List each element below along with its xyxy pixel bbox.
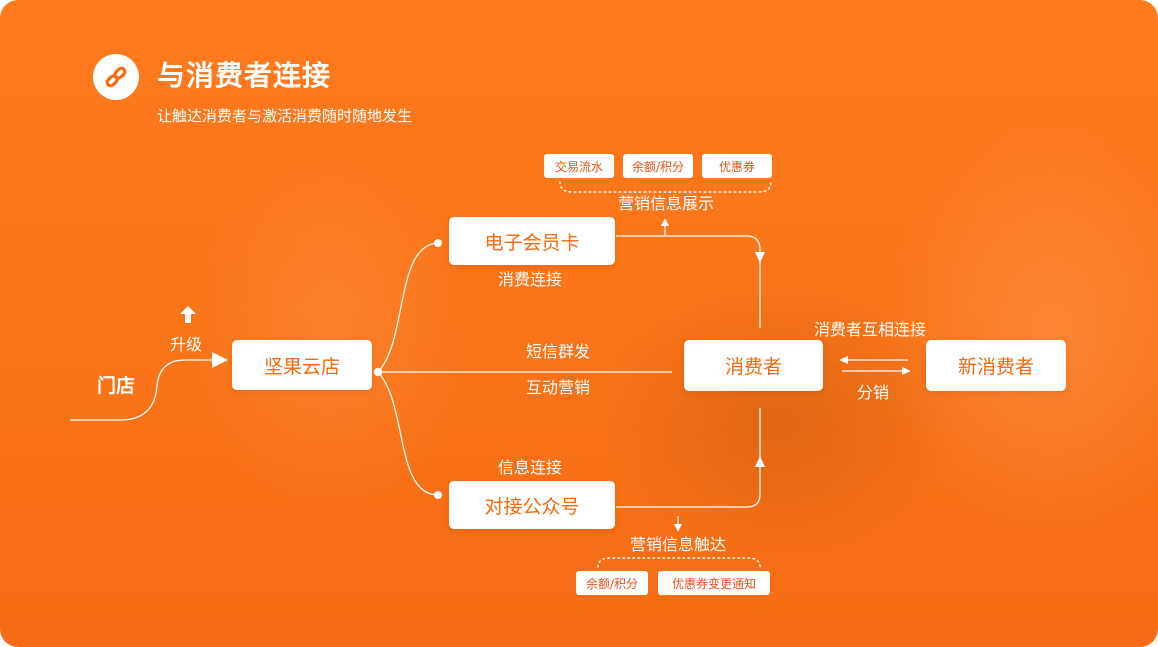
node-official-account: 对接公众号 [449, 481, 615, 529]
dot-member-card [434, 239, 442, 247]
label-interactive-marketing: 互动营销 [526, 378, 591, 397]
node-consumer: 消费者 [684, 340, 823, 391]
label-sms-group: 短信群发 [526, 342, 591, 361]
line-to-member-card [377, 242, 439, 373]
line-official-account-consumer [616, 408, 761, 508]
arrowhead-display [661, 218, 669, 226]
arrowhead-mutual [839, 356, 848, 364]
node-new-consumer: 新消费者 [926, 340, 1066, 391]
tag-balance-points: 余额/积分 [623, 154, 693, 178]
label-info-connect: 信息连接 [498, 458, 563, 477]
arrowhead-cloud-store [212, 352, 228, 368]
link-icon [93, 54, 139, 100]
node-cloud-store: 坚果云店 [232, 340, 372, 390]
upgrade-arrow-icon [180, 306, 196, 323]
arrowhead-consumer-bottom [755, 456, 765, 467]
tag-balance-points-reach: 余额/积分 [576, 571, 648, 595]
line-store-upgrade [70, 359, 212, 421]
tag-transaction: 交易流水 [544, 154, 614, 178]
page-title: 与消费者连接 [157, 59, 332, 92]
label-upgrade: 升级 [170, 335, 203, 354]
arrowhead-distribution [902, 367, 911, 375]
dotted-brace-display [559, 181, 772, 193]
label-marketing-display: 营销信息展示 [618, 194, 715, 213]
dotted-brace-reach [597, 557, 761, 568]
label-consume-connect: 消费连接 [498, 270, 563, 289]
dot-official-account [434, 491, 442, 499]
tag-coupon: 优惠券 [702, 154, 772, 178]
line-to-official-account [377, 371, 439, 496]
node-store: 门店 [97, 375, 136, 397]
label-mutual-connect: 消费者互相连接 [814, 320, 927, 339]
line-member-card-consumer [616, 235, 761, 328]
node-member-card: 电子会员卡 [449, 217, 615, 265]
tag-coupon-change-notice: 优惠券变更通知 [658, 571, 770, 595]
label-marketing-reach: 营销信息触达 [630, 535, 727, 554]
arrowhead-reach [674, 524, 682, 532]
page-subtitle: 让触达消费者与激活消费随时随地发生 [157, 107, 413, 125]
arrowhead-consumer-top [755, 252, 765, 263]
label-distribution: 分销 [857, 383, 890, 402]
dot-cloud-store [373, 367, 383, 377]
